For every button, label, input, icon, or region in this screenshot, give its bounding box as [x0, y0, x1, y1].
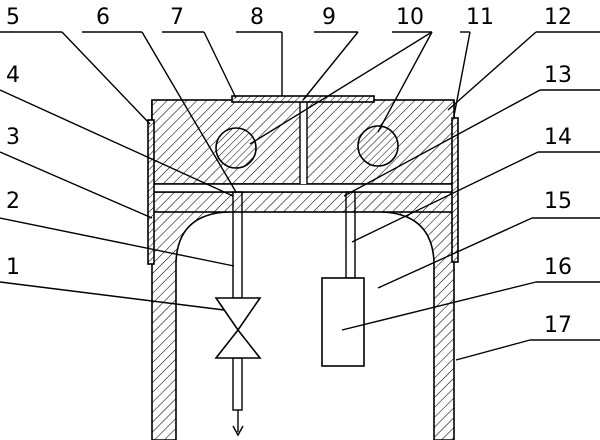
leader-lines: [0, 31, 600, 361]
label-1: 1: [6, 255, 20, 280]
label-10: 10: [396, 5, 424, 30]
label-13: 13: [544, 63, 572, 88]
valve: [214, 297, 262, 359]
label-12: 12: [544, 5, 572, 30]
label-6: 6: [96, 5, 110, 30]
label-16: 16: [544, 255, 572, 280]
outlet-arrow: [232, 425, 244, 437]
container-box: [321, 277, 365, 367]
horizontal-channel: [153, 184, 453, 192]
label-17: 17: [544, 313, 572, 338]
left-side-strip: [147, 119, 155, 265]
label-14: 14: [544, 125, 572, 150]
right-circle: [357, 125, 399, 167]
label-11: 11: [466, 5, 494, 30]
label-8: 8: [250, 5, 264, 30]
label-5: 5: [6, 5, 20, 30]
left-pipe-lower: [232, 357, 243, 411]
right-side-strip: [451, 117, 459, 263]
label-9: 9: [322, 5, 336, 30]
label-4: 4: [6, 63, 20, 88]
left-circle: [215, 127, 257, 169]
lower-plate: [151, 191, 455, 213]
label-2: 2: [6, 189, 20, 214]
vertical-channel: [300, 100, 307, 184]
label-15: 15: [544, 189, 572, 214]
label-7: 7: [170, 5, 184, 30]
label-3: 3: [6, 125, 20, 150]
